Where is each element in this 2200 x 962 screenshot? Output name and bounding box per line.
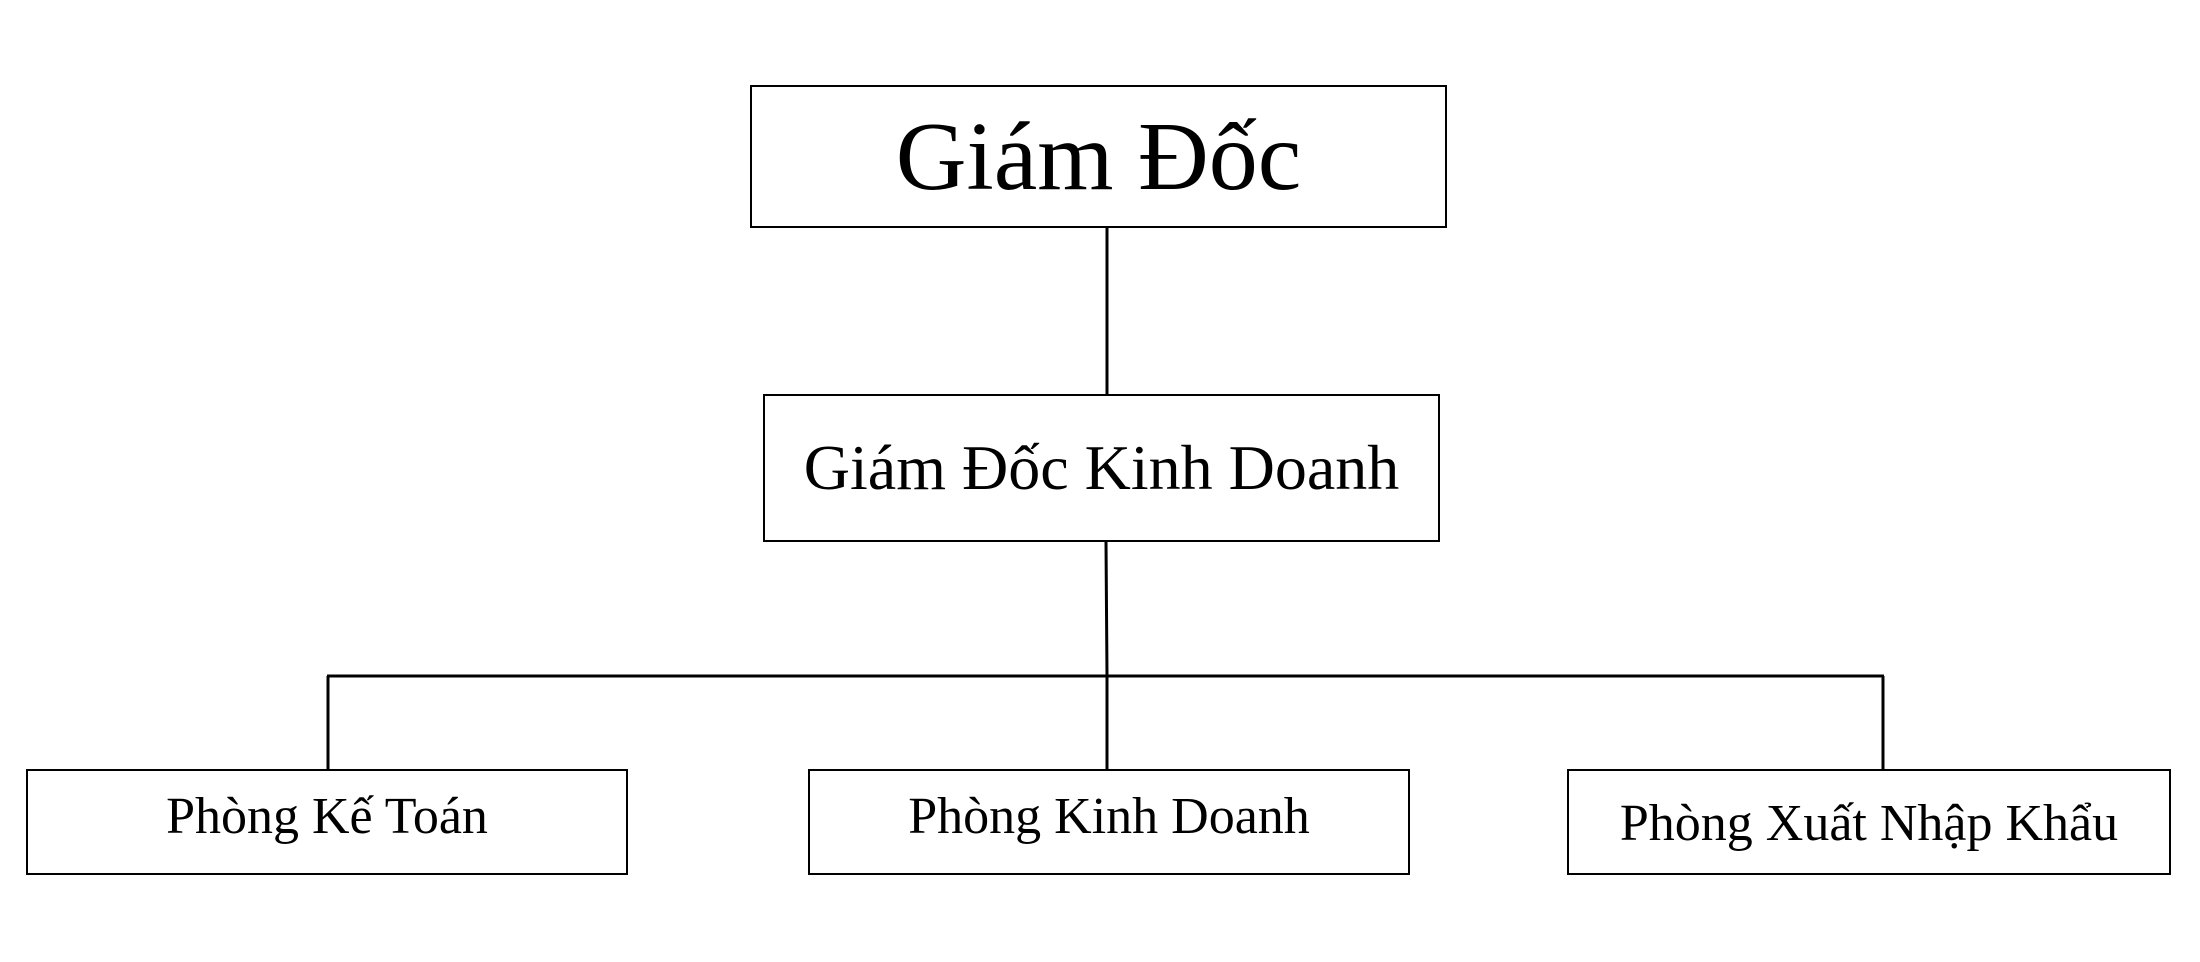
department-label-accounting: Phòng Kế Toán — [166, 788, 488, 845]
department-box-sales: Phòng Kinh Doanh — [808, 769, 1410, 875]
business-director-label: Giám Đốc Kinh Doanh — [803, 432, 1400, 503]
department-box-import-export: Phòng Xuất Nhập Khẩu — [1567, 769, 2171, 875]
department-label-import-export: Phòng Xuất Nhập Khẩu — [1619, 795, 2119, 852]
director-box: Giám Đốc — [750, 85, 1447, 228]
connector-business-director-to-bus — [1104, 541, 1109, 677]
director-label: Giám Đốc — [895, 102, 1302, 211]
business-director-box: Giám Đốc Kinh Doanh — [763, 394, 1440, 542]
department-box-accounting: Phòng Kế Toán — [26, 769, 628, 875]
department-label-sales: Phòng Kinh Doanh — [908, 788, 1310, 845]
